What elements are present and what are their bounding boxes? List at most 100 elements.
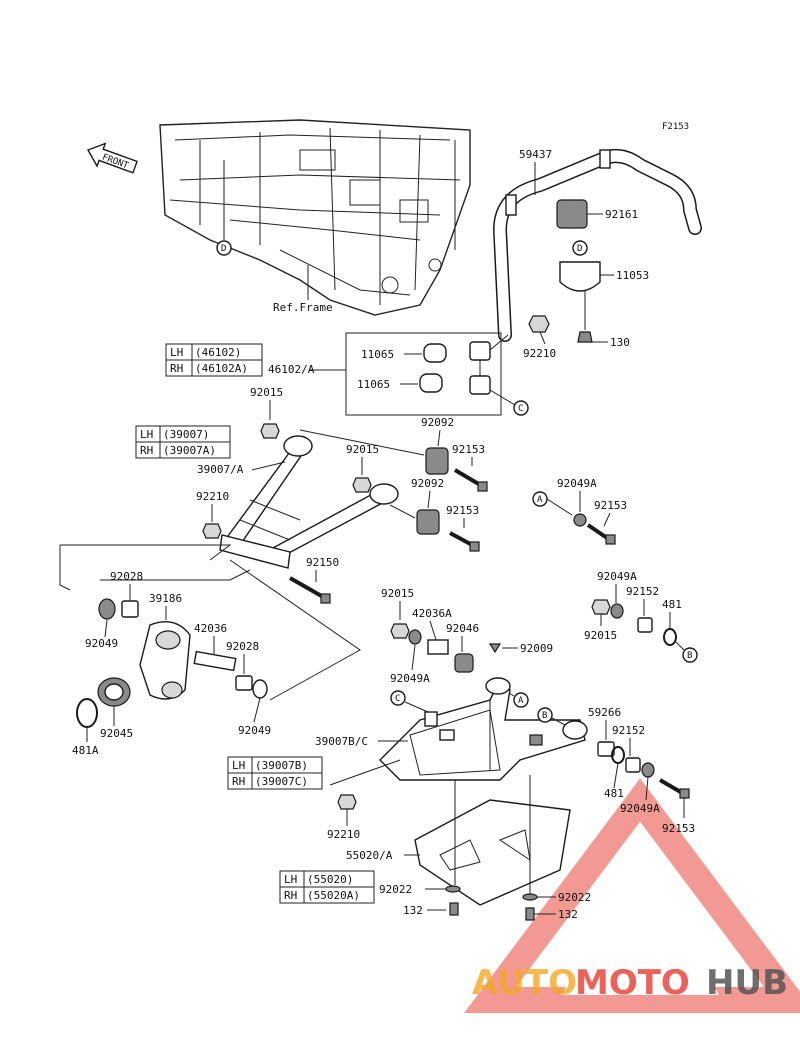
callout-132-a: 132 xyxy=(403,904,423,917)
link-joint-upper xyxy=(469,341,491,361)
bolt-130 xyxy=(577,331,593,343)
callout-39007BC: 39007B/C xyxy=(315,735,368,748)
callout-11065-b: 11065 xyxy=(357,378,390,391)
callout-92152-a: 92152 xyxy=(626,585,659,598)
callout-92009: 92009 xyxy=(520,642,553,655)
ref-marker-c: C xyxy=(513,400,529,416)
svg-text:(46102A): (46102A) xyxy=(195,362,248,375)
callout-55020A: 55020/A xyxy=(346,849,393,862)
callout-92015-d: 92015 xyxy=(584,629,617,642)
svg-text:RH: RH xyxy=(140,444,153,457)
lower-a-arm xyxy=(379,677,588,781)
ref-marker-a: A xyxy=(532,491,548,507)
bushing-92092-b xyxy=(416,509,440,535)
callout-42036A: 42036A xyxy=(412,607,452,620)
bushing-92046 xyxy=(454,653,474,673)
callout-92022-b: 92022 xyxy=(558,891,591,904)
svg-text:(39007A): (39007A) xyxy=(163,444,216,457)
svg-text:(55020A): (55020A) xyxy=(307,889,360,902)
callout-92150: 92150 xyxy=(306,556,339,569)
collar-92152-b xyxy=(625,757,641,773)
svg-text:LH: LH xyxy=(140,428,153,441)
seal-92049-a xyxy=(98,598,116,620)
callout-92028-a: 92028 xyxy=(110,570,143,583)
washer-92022-b xyxy=(522,893,538,901)
upper-a-arm xyxy=(219,435,399,569)
bushing-92092-a xyxy=(425,447,449,475)
washer-92049A-d xyxy=(641,762,655,778)
collar-92152-a xyxy=(637,617,653,633)
collar-92028-b xyxy=(235,675,253,691)
svg-text:RH: RH xyxy=(284,889,297,902)
callout-92152-b: 92152 xyxy=(612,724,645,737)
callout-59437: 59437 xyxy=(519,148,552,161)
callout-92153-d: 92153 xyxy=(662,822,695,835)
skid-guard-55020 xyxy=(414,775,571,906)
callout-92049A-b: 92049A xyxy=(390,672,430,685)
callout-92092-a: 92092 xyxy=(421,416,454,429)
callout-11053: 11053 xyxy=(616,269,649,282)
seal-92049-b xyxy=(252,679,268,699)
bushing-92161 xyxy=(556,199,588,229)
callout-42036: 42036 xyxy=(194,622,227,635)
ref-marker-b: B xyxy=(682,647,698,663)
callout-92045: 92045 xyxy=(100,727,133,740)
knuckle-39186 xyxy=(139,621,191,700)
figure-code: F2153 xyxy=(662,122,689,132)
bolt-132-a xyxy=(449,902,459,916)
frame-label: Ref.Frame xyxy=(273,301,333,314)
svg-text:RH: RH xyxy=(232,775,245,788)
bolt-92153-c xyxy=(586,523,616,545)
svg-text:C: C xyxy=(395,694,400,704)
callout-481-b: 481 xyxy=(604,787,624,800)
callout-92049A-d: 92049A xyxy=(620,802,660,815)
callout-92028-b: 92028 xyxy=(226,640,259,653)
ref-marker-a-2: A xyxy=(513,692,529,708)
callout-130: 130 xyxy=(610,336,630,349)
callout-92049A-c: 92049A xyxy=(597,570,637,583)
callout-46102a: 46102/A xyxy=(268,363,315,376)
link-joint-lower xyxy=(469,375,491,395)
svg-text:C: C xyxy=(518,404,523,414)
callout-92210-c: 92210 xyxy=(327,828,360,841)
svg-text:(55020): (55020) xyxy=(307,873,353,886)
table-55020: LH (55020) RH (55020A) xyxy=(279,870,375,904)
callout-92210-a: 92210 xyxy=(523,347,556,360)
callout-92046: 92046 xyxy=(446,622,479,635)
callout-92049-a: 92049 xyxy=(85,637,118,650)
grease-nipple-92009 xyxy=(488,643,502,654)
washer-92049A-a xyxy=(573,513,587,527)
ref-marker-b-2: B xyxy=(537,707,553,723)
nut-92015-d xyxy=(591,599,611,615)
watermark-logo xyxy=(464,778,800,1013)
callout-132-b: 132 xyxy=(558,908,578,921)
collar-92028-a xyxy=(121,600,139,618)
svg-text:(39007): (39007) xyxy=(163,428,209,441)
callout-481-a: 481 xyxy=(662,598,682,611)
table-39007B: LH (39007B) RH (39007C) xyxy=(227,756,323,790)
callout-92015-c: 92015 xyxy=(381,587,414,600)
callout-92210-b: 92210 xyxy=(196,490,229,503)
washer-92022-a xyxy=(445,885,461,893)
svg-text:D: D xyxy=(577,244,582,254)
nut-92210-c xyxy=(337,794,357,810)
callout-92153-c: 92153 xyxy=(594,499,627,512)
bolt-92153-d xyxy=(658,778,690,799)
nut-92015-c xyxy=(390,623,410,639)
circlip-481-a xyxy=(663,628,677,646)
callout-59266: 59266 xyxy=(588,706,621,719)
nut-92210-b xyxy=(202,523,222,539)
callout-39186: 39186 xyxy=(149,592,182,605)
callout-92161: 92161 xyxy=(605,208,638,221)
callout-92153-b: 92153 xyxy=(446,504,479,517)
bolt-92153-a xyxy=(453,468,488,492)
bolt-92150 xyxy=(289,576,331,604)
svg-text:LH: LH xyxy=(170,346,183,359)
circlip-481A xyxy=(76,698,98,728)
callout-92153-a: 92153 xyxy=(452,443,485,456)
svg-text:(39007B): (39007B) xyxy=(255,759,308,772)
svg-text:(46102): (46102) xyxy=(195,346,241,359)
washer-92049A-c xyxy=(610,603,624,619)
callout-92049-b: 92049 xyxy=(238,724,271,737)
